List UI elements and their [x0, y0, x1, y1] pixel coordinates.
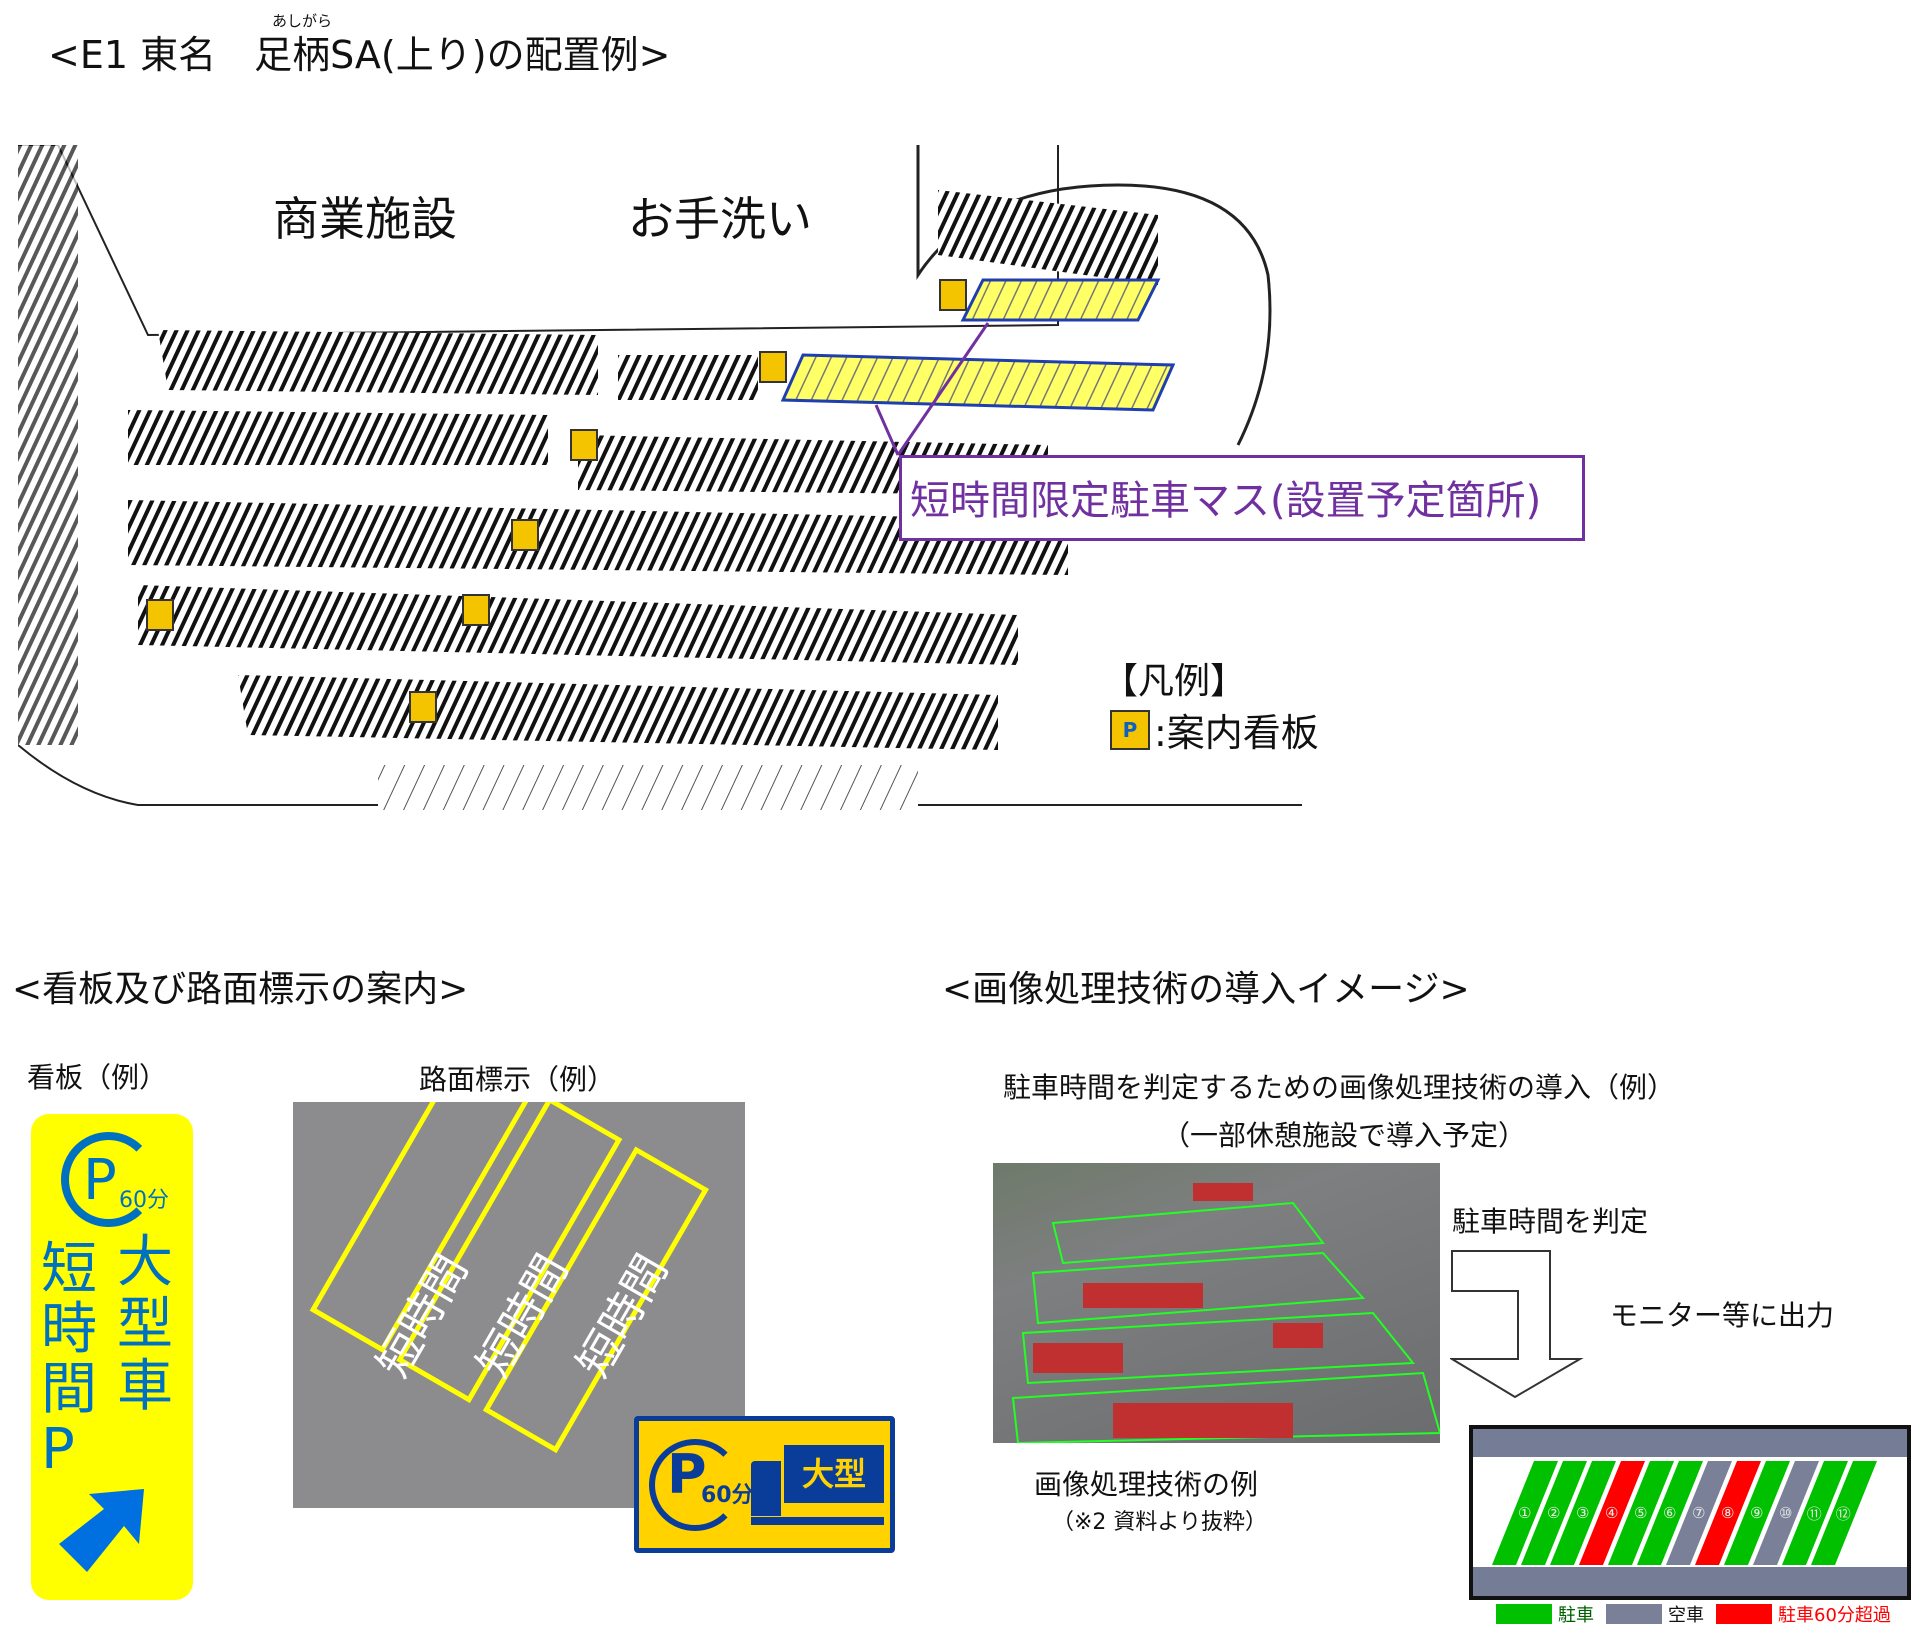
short-term-area-2 [780, 353, 1176, 412]
signage-heading: <看板及び路面標示の案内> [12, 969, 469, 1010]
slot-number: ⑩ [1779, 1504, 1793, 1522]
sign-minutes: 60分 [119, 1188, 169, 1213]
slot-number: ③ [1576, 1504, 1590, 1522]
sign-large-vehicle: 大型車 [117, 1230, 173, 1419]
map-drawing [17, 144, 1302, 810]
page-title: <E1 東名 足柄SA(上り)の配置例> [48, 33, 671, 77]
p60-sign-icon: P [1110, 709, 1150, 750]
slot-number: ⑦ [1692, 1504, 1706, 1522]
slot-number: ① [1518, 1504, 1532, 1522]
title-ruby: あしがら [272, 12, 333, 30]
legend-swatch-parked [1496, 1604, 1552, 1624]
short-term-area-1 [960, 278, 1161, 322]
down-arrow-icon [1450, 1250, 1584, 1399]
slot-number: ② [1547, 1504, 1561, 1522]
detection-overlay [1011, 1183, 1440, 1443]
slot-number: ④ [1605, 1504, 1619, 1522]
legend-parked: 駐車 [1558, 1605, 1594, 1626]
legend-empty: 空車 [1668, 1605, 1704, 1626]
slot-number: ⑤ [1634, 1504, 1648, 1522]
truck-icon [751, 1461, 781, 1516]
truck-sign-label: 大型 [784, 1445, 884, 1503]
label-restroom: お手洗い [628, 192, 812, 246]
sign-p: P [83, 1148, 117, 1213]
label-commercial: 商業施設 [273, 192, 457, 246]
photo-source: （※2 資料より抜粋） [1052, 1510, 1267, 1535]
callout-short-term-parking: 短時間限定駐車マス(設置予定箇所) [899, 455, 1585, 541]
slot-number: ⑧ [1721, 1504, 1735, 1522]
rotation-arrow-icon [61, 1132, 156, 1227]
parking-lot-photo [993, 1163, 1440, 1443]
truck-sign-minutes: 60分 [701, 1483, 754, 1508]
sign-short-term-p: 短時間P [41, 1237, 97, 1482]
status-legend: 駐車 空車 駐車60分超過 [1496, 1604, 1891, 1626]
slot-number: ⑪ [1807, 1504, 1823, 1523]
legend-swatch-over [1716, 1604, 1772, 1624]
signboard-caption: 看板（例） [27, 1061, 168, 1094]
sa-layout-map: 商業施設 お手洗い [17, 144, 1302, 871]
legend-label: :案内看板 [1154, 711, 1319, 755]
step-output-monitor: モニター等に出力 [1610, 1299, 1835, 1332]
legend-row: P :案内看板 [1110, 702, 1319, 757]
arrow-up-right-icon [59, 1489, 144, 1572]
truck-sign-p: P [667, 1443, 707, 1506]
road-marking-drawing [309, 1102, 709, 1454]
legend-title: 【凡例】 [1102, 661, 1247, 702]
image-processing-subtitle: 駐車時間を判定するための画像処理技術の導入（例） [1003, 1071, 1676, 1104]
photo-caption: 画像処理技術の例 [1034, 1468, 1259, 1501]
rotation-arrow-icon [649, 1439, 741, 1531]
step-judge-time: 駐車時間を判定 [1452, 1205, 1649, 1238]
image-processing-note: （一部休憩施設で導入予定） [1162, 1119, 1527, 1152]
legend-swatch-empty [1606, 1604, 1662, 1624]
legend-over: 駐車60分超過 [1778, 1605, 1891, 1626]
signboard: P 60分 短時間P 大型車 [31, 1114, 193, 1600]
image-processing-heading: <画像処理技術の導入イメージ> [942, 969, 1470, 1010]
truck-sign: P 60分 大型 [634, 1416, 895, 1553]
slot-number: ⑨ [1750, 1504, 1764, 1522]
slot-number: ⑥ [1663, 1504, 1677, 1522]
slot-number: ⑫ [1836, 1504, 1852, 1523]
road-marking-caption: 路面標示（例） [419, 1063, 616, 1096]
